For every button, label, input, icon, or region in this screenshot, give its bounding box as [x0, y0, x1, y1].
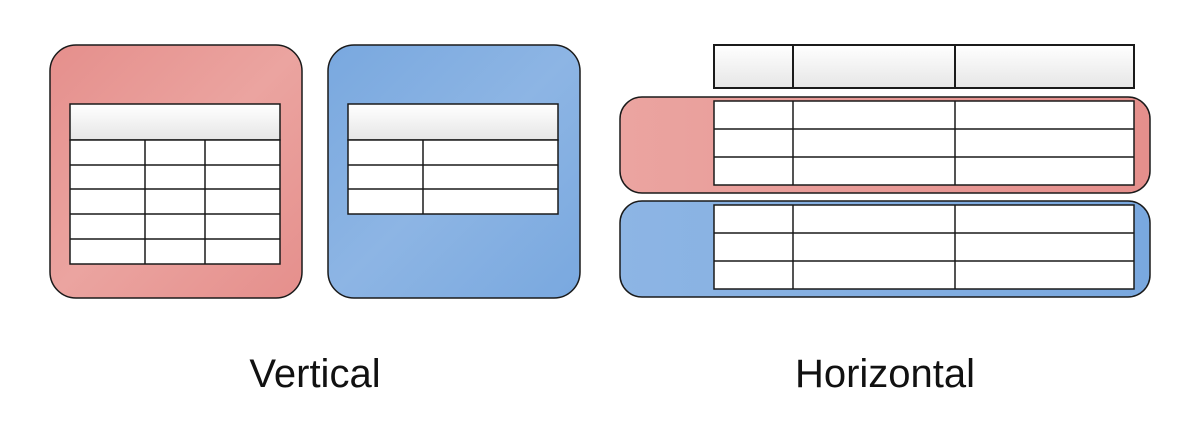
horizontal-partition-blue — [620, 201, 1150, 297]
horizontal-partitioning-group — [620, 45, 1150, 297]
horizontal-partition-red — [620, 97, 1150, 193]
table-body — [714, 101, 1134, 185]
table-body — [714, 205, 1134, 289]
vertical-partitioning-group — [50, 45, 580, 298]
table-header-row — [714, 45, 1134, 88]
partition-blue-table — [348, 104, 558, 214]
vertical-partition-blue — [328, 45, 580, 298]
table-body — [348, 140, 558, 214]
table-body — [70, 140, 280, 264]
table-header-row — [348, 104, 558, 140]
table-header-row — [70, 104, 280, 140]
caption-vertical: Vertical — [165, 346, 465, 402]
partition-red-table — [70, 104, 280, 264]
vertical-partition-red — [50, 45, 302, 298]
horizontal-table-header — [714, 45, 1134, 88]
caption-horizontal: Horizontal — [735, 346, 1035, 402]
